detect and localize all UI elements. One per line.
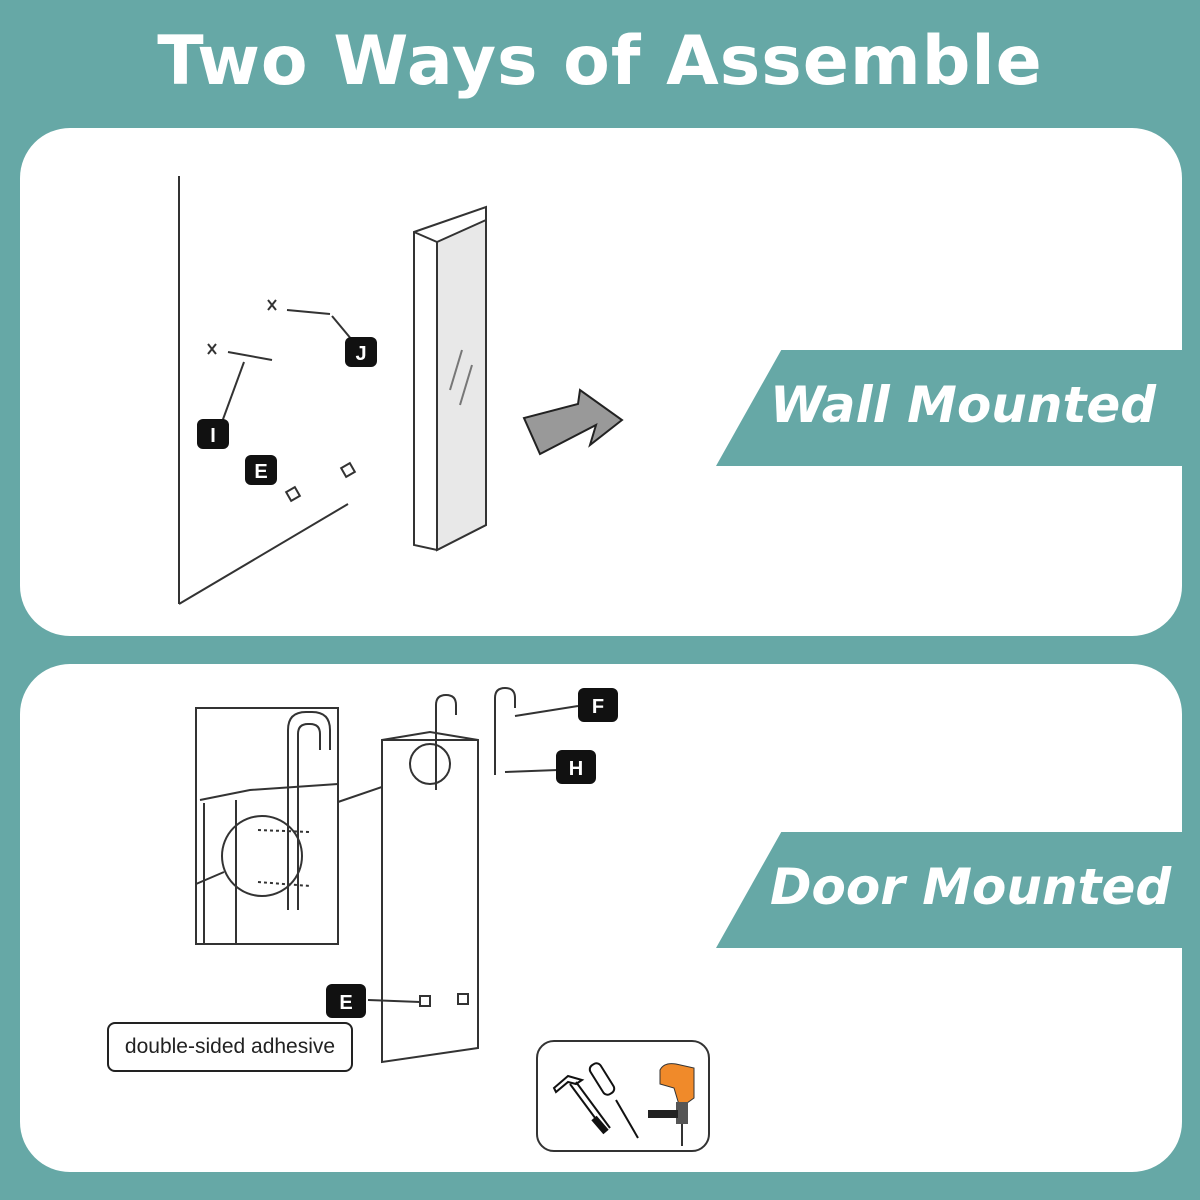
part-label-e2: E: [326, 984, 366, 1018]
part-letter: I: [210, 425, 216, 447]
part-label-h: H: [556, 750, 596, 784]
part-letter: E: [339, 992, 352, 1014]
part-letter: E: [254, 461, 267, 483]
tools-illustration: [552, 1062, 695, 1146]
part-label-i: I: [197, 419, 229, 449]
hammer-icon: [552, 1074, 611, 1135]
anchor-screw-j: [267, 299, 331, 315]
part-letter: F: [592, 696, 604, 718]
arrow-icon: [522, 388, 624, 456]
adhesive-label: double-sided adhesive: [107, 1022, 353, 1072]
drill-icon: [648, 1063, 695, 1146]
door-detail-inset: [195, 707, 415, 945]
wall-mounted-label: Wall Mounted: [770, 376, 1157, 434]
part-label-e: E: [245, 455, 277, 485]
mirror-illustration: [413, 205, 487, 552]
door-panel-illustration: [367, 686, 579, 1064]
wall-illustration: [178, 176, 357, 605]
part-label-j: J: [345, 337, 377, 367]
screwdriver-icon: [588, 1062, 639, 1139]
part-label-f: F: [578, 688, 618, 722]
part-letter: H: [569, 758, 583, 780]
tools-box: [536, 1040, 710, 1152]
page-title: Two Ways of Assemble: [157, 22, 1043, 101]
part-letter: J: [355, 343, 366, 365]
door-mounted-banner: Door Mounted: [716, 832, 1182, 948]
wall-mounted-banner: Wall Mounted: [716, 350, 1182, 466]
anchor-screw-i: [207, 343, 273, 361]
door-mounted-label: Door Mounted: [770, 858, 1172, 916]
